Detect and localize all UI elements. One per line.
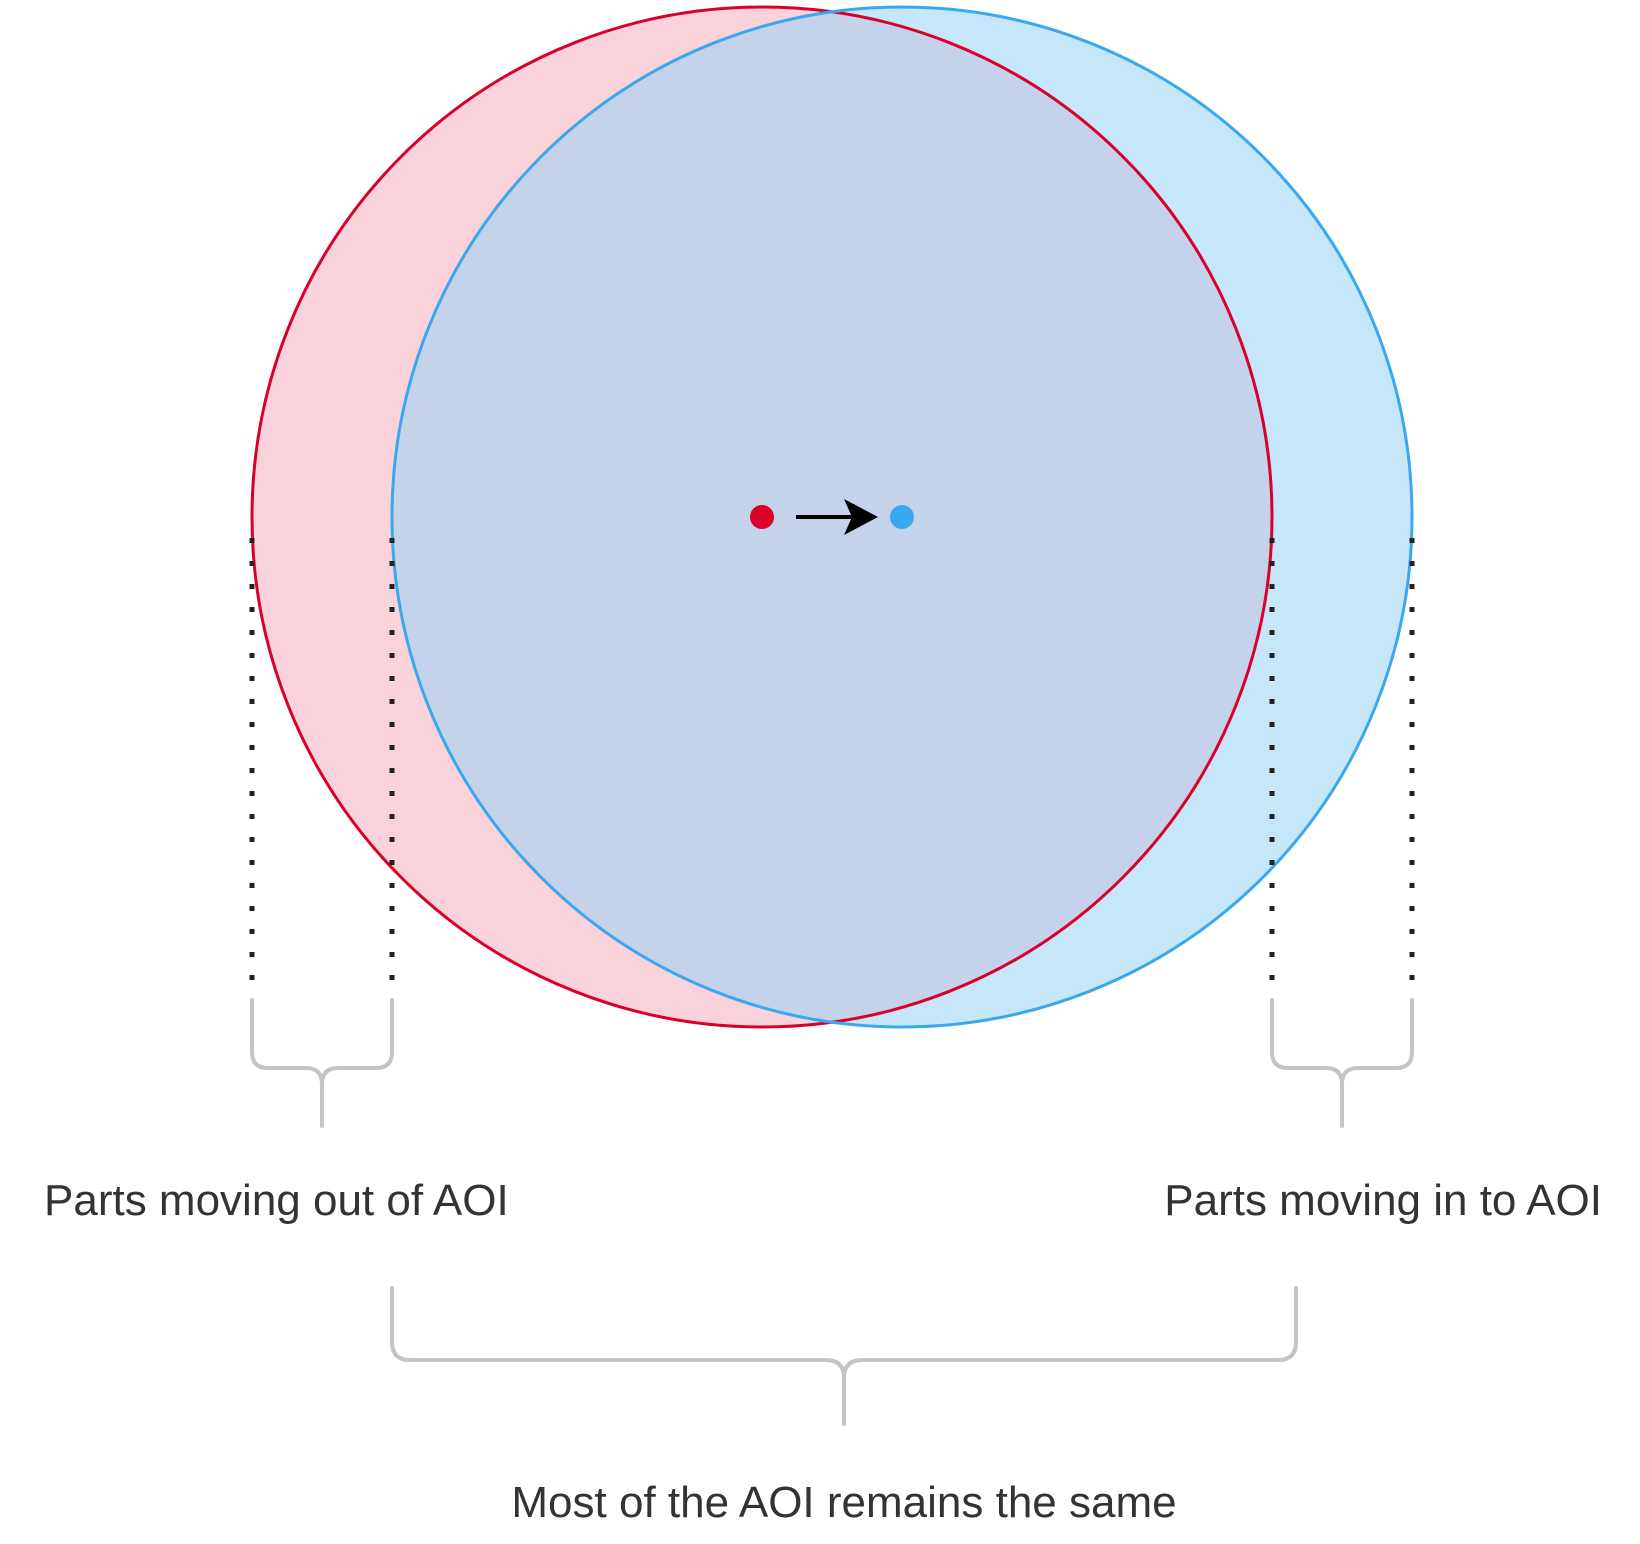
label-parts-moving-in: Parts moving in to AOI (1164, 1176, 1602, 1225)
right-brace (1270, 998, 1414, 1128)
old-aoi-circle (250, 5, 1274, 1029)
dotted-guides (249, 538, 1415, 980)
label-most-remains-same: Most of the AOI remains the same (511, 1478, 1176, 1527)
label-parts-moving-out: Parts moving out of AOI (44, 1176, 509, 1225)
new-aoi-circle (390, 5, 1414, 1029)
new-center-dot (890, 505, 914, 529)
movement-arrow-icon (796, 499, 878, 535)
bottom-brace (390, 1286, 1298, 1426)
old-center-dot (750, 505, 774, 529)
left-brace (250, 998, 394, 1128)
